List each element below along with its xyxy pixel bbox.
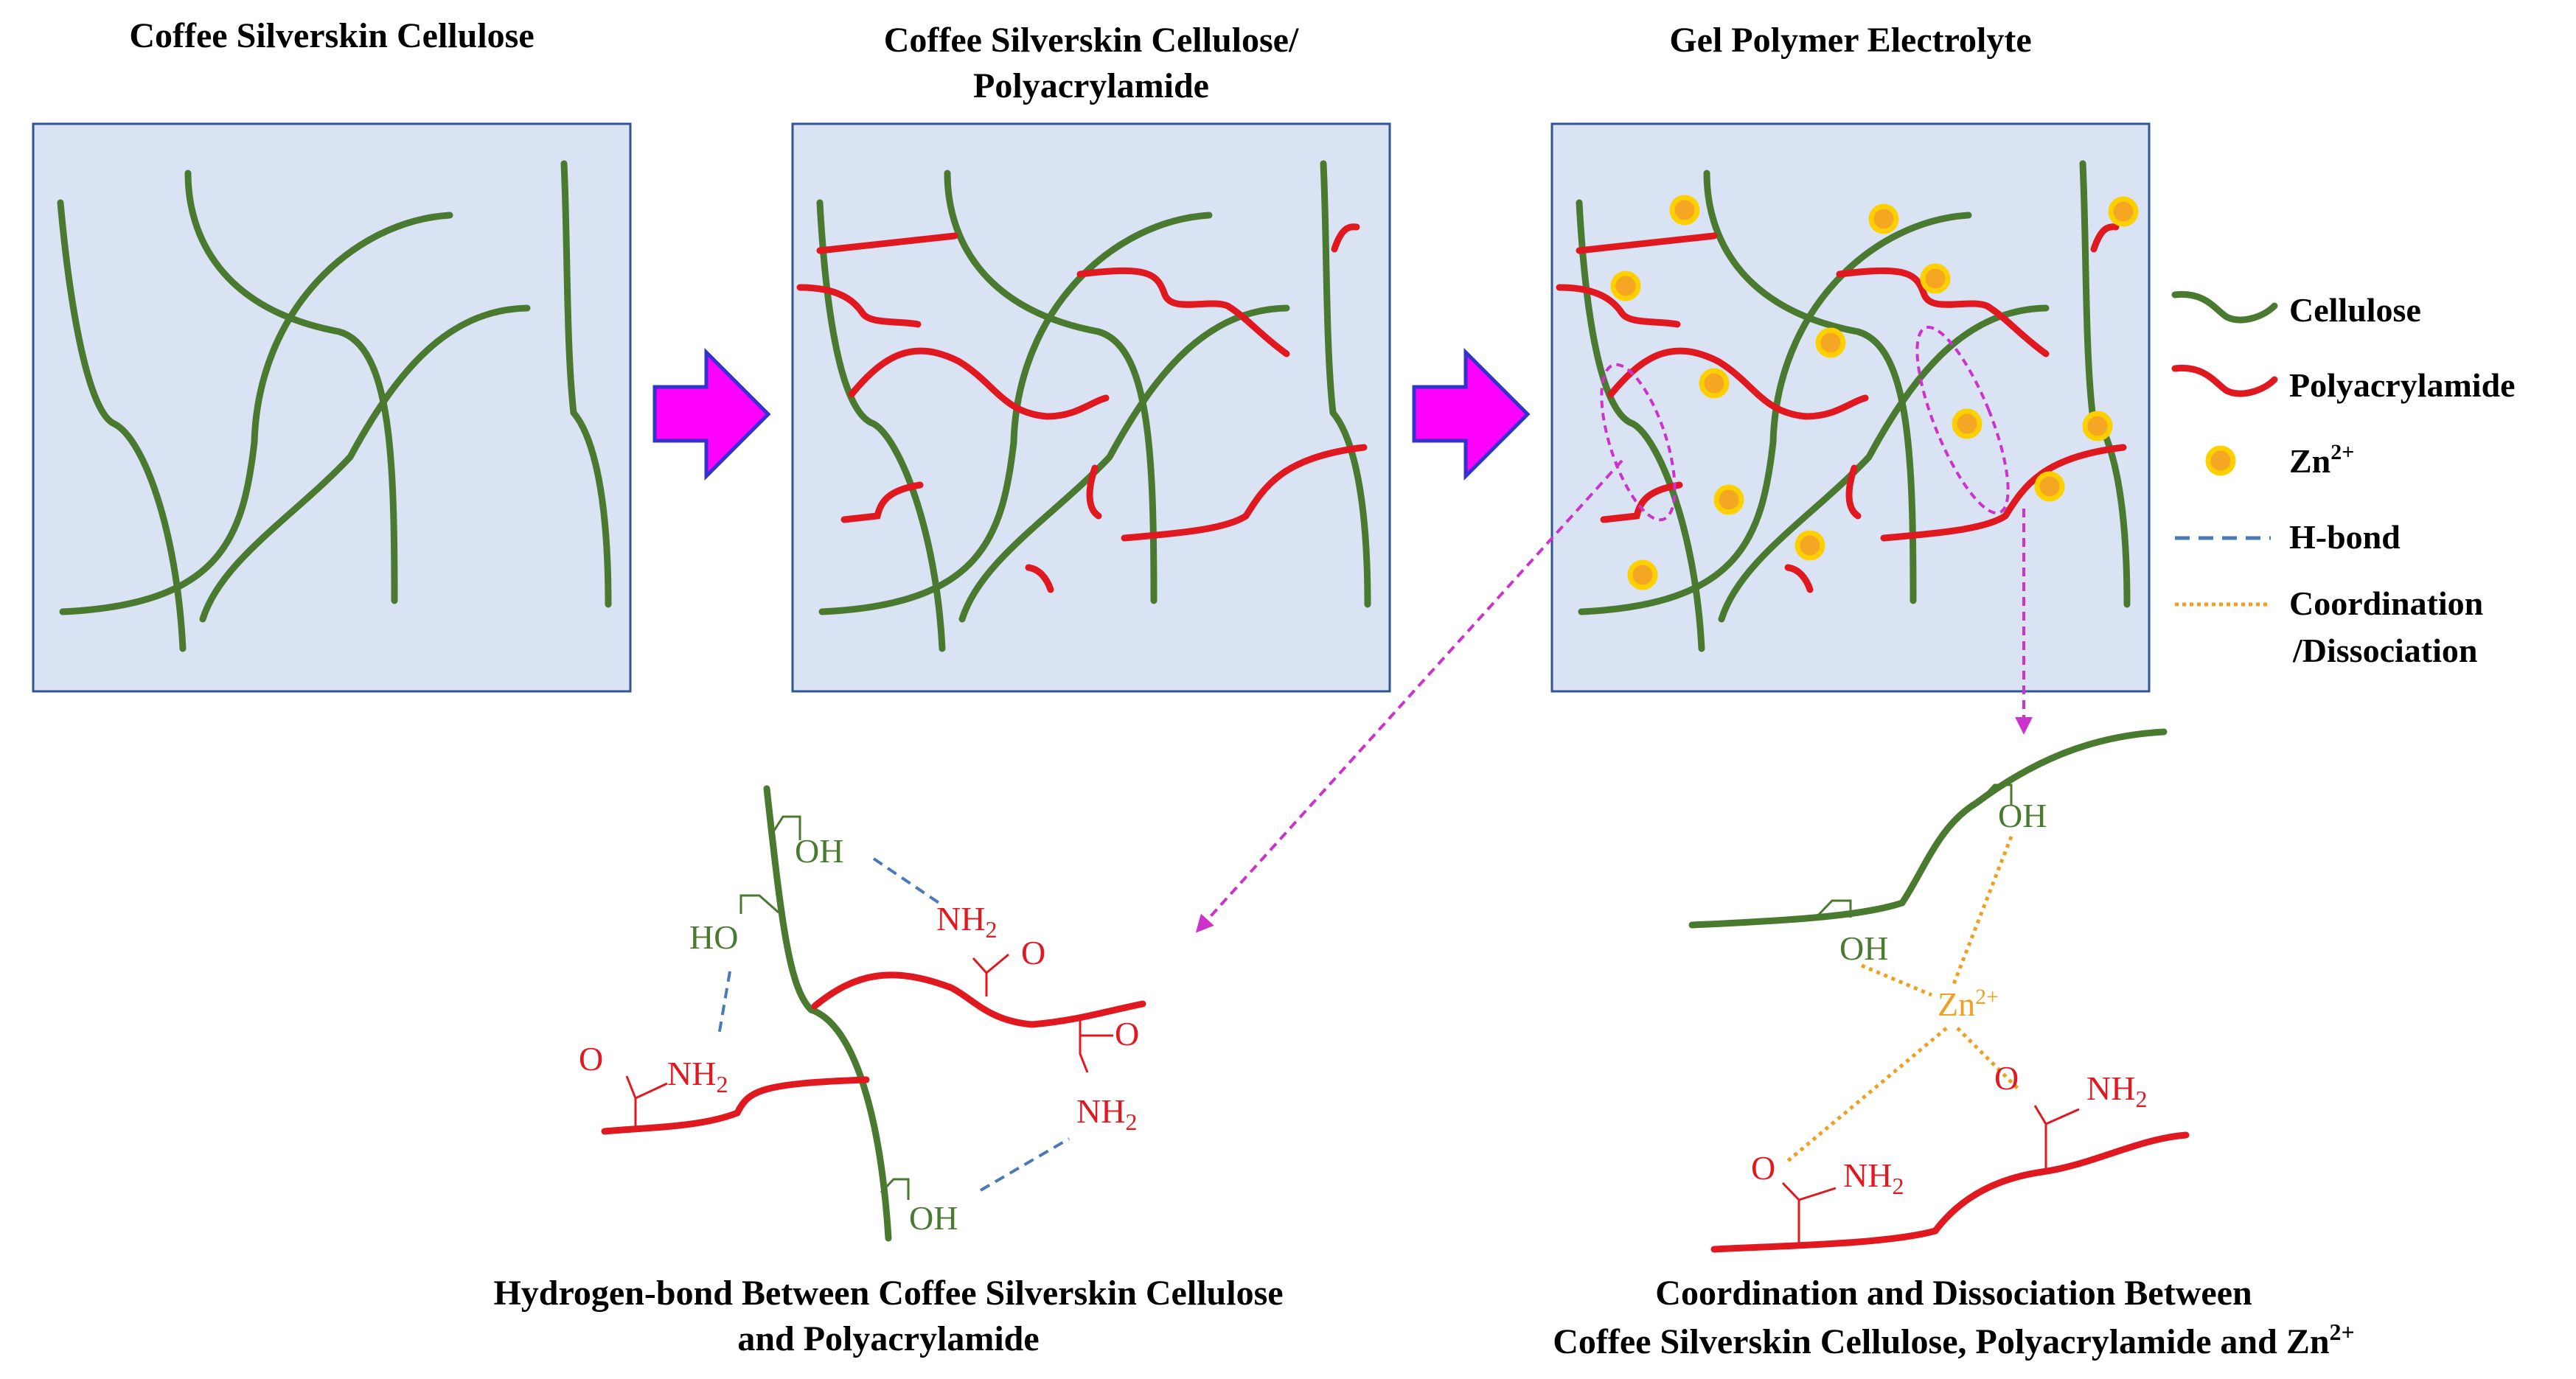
label-nh2-5: NH2 [1843, 1156, 1904, 1199]
label-nh2-4: NH2 [2086, 1069, 2147, 1112]
caption-coordination-line1: Coordination and Dissociation Between [1655, 1274, 2252, 1313]
label-nh2-2: NH2 [1076, 1092, 1137, 1135]
caption-hbond-line1: Hydrogen-bond Between Coffee Silverskin … [493, 1274, 1283, 1313]
caption-coordination-line2: Coffee Silverskin Cellulose, Polyacrylam… [1553, 1319, 2355, 1361]
callout-arrow-hbond [1195, 459, 1623, 933]
label-nh2-3: NH2 [667, 1055, 728, 1097]
hbond-detail: OH HO OH NH2 O O NH2 O NH2 [579, 785, 1146, 1242]
panel-gel-polymer-electrolyte [1550, 122, 2151, 693]
legend-zinc-ion-swatch [2205, 445, 2236, 476]
legend-zinc-label: Zn2+ [2289, 440, 2354, 480]
label-o-2: O [1115, 1015, 1139, 1052]
label-ho: HO [689, 918, 738, 956]
legend-polyacrylamide-label: Polyacrylamide [2289, 366, 2516, 404]
panel2-title-line2: Polyacrylamide [973, 66, 1209, 105]
process-arrow-1 [652, 347, 771, 481]
process-arrow-2 [1412, 347, 1531, 481]
label-o-4: O [1994, 1059, 2019, 1097]
legend-polyacrylamide-swatch [2171, 364, 2278, 397]
label-o-1: O [1021, 934, 1045, 971]
legend-coordination-label-2: /Dissociation [2292, 632, 2477, 669]
coordination-detail: OH OH Zn2+ O NH2 O NH2 [1688, 728, 2190, 1253]
legend-coordination-label-1: Coordination [2289, 584, 2483, 622]
panel2-title-line1: Coffee Silverskin Cellulose/ [884, 21, 1299, 60]
label-oh-1: OH [795, 832, 843, 870]
legend: Cellulose Polyacrylamide Zn2+ H-bond Coo… [2171, 290, 2516, 669]
legend-hbond-label: H-bond [2289, 518, 2401, 556]
panel-cellulose [32, 122, 632, 693]
label-o-3: O [579, 1040, 603, 1078]
zinc-ions [1610, 195, 2139, 590]
panel1-title: Coffee Silverskin Cellulose [129, 16, 534, 55]
legend-cellulose-swatch [2171, 290, 2278, 324]
panel3-title: Gel Polymer Electrolyte [1669, 21, 2031, 60]
label-oh-2: OH [909, 1199, 958, 1237]
legend-cellulose-label: Cellulose [2289, 291, 2421, 329]
panel-cellulose-polyacrylamide [791, 122, 1391, 693]
label-zn2plus: Zn2+ [1938, 985, 1999, 1023]
label-nh2-1: NH2 [936, 900, 997, 943]
label-oh-4: OH [1839, 929, 1888, 967]
label-oh-3: OH [1998, 797, 2047, 834]
label-o-5: O [1751, 1149, 1775, 1187]
caption-hbond-line2: and Polyacrylamide [737, 1319, 1039, 1358]
